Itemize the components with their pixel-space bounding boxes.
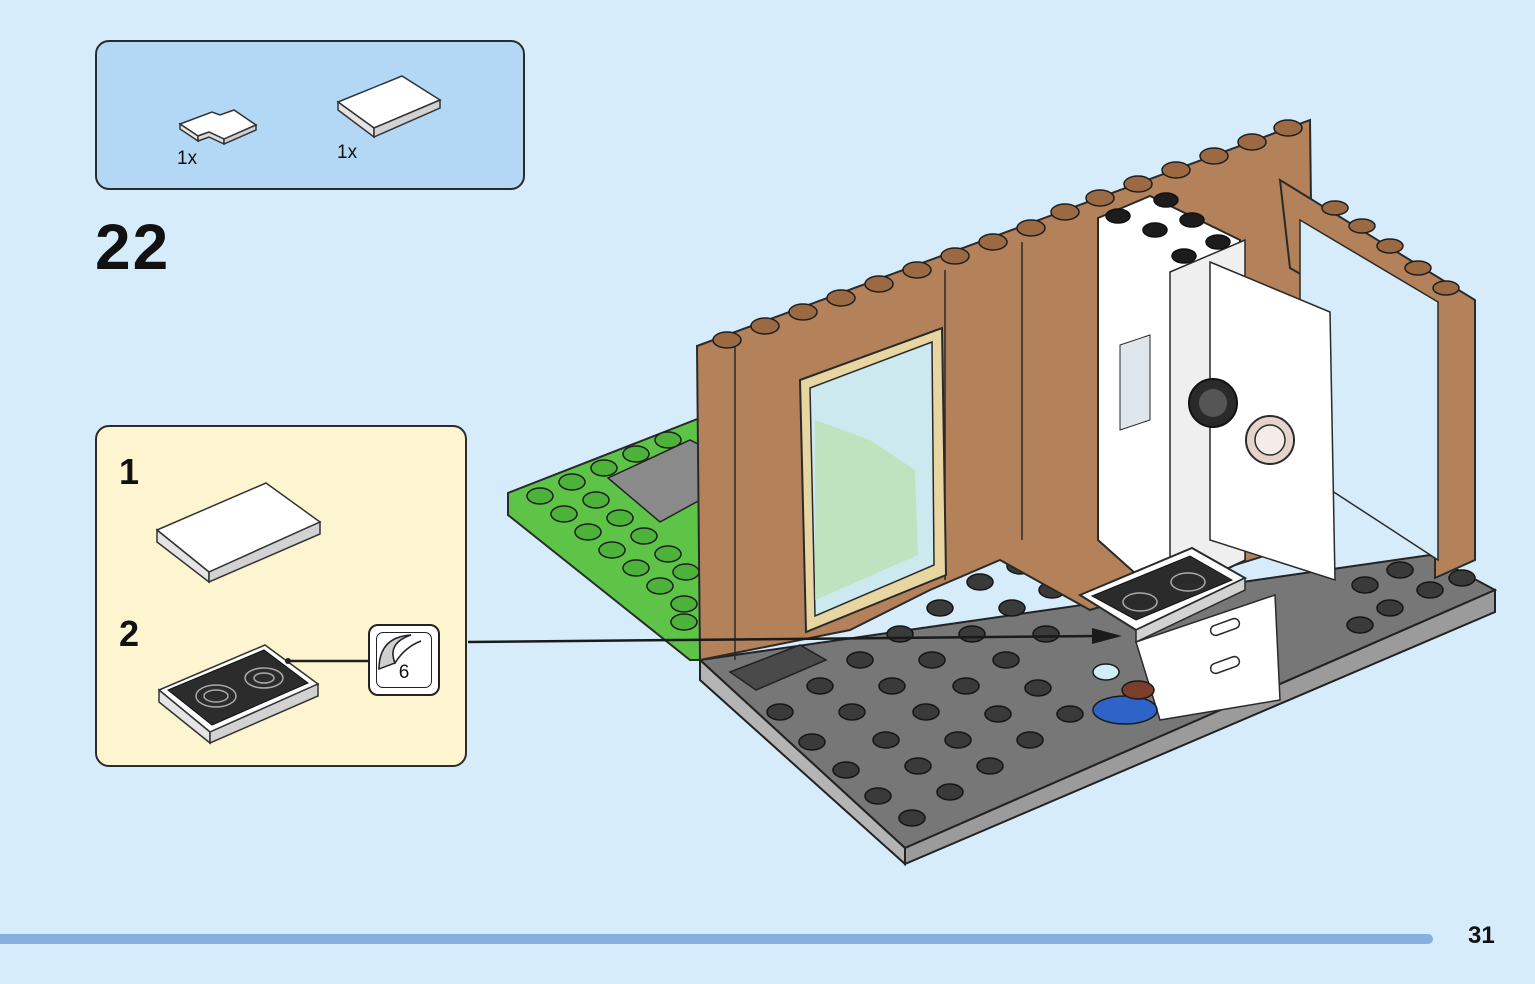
- flat-tile-part: [336, 75, 442, 139]
- parts-list-box: 1x 1x: [95, 40, 525, 190]
- sticker-sheet-icon: 6: [376, 632, 432, 688]
- sticker-reference: 6: [368, 624, 440, 696]
- sub-step-number: 2: [119, 613, 140, 654]
- parts-illustrations: [178, 75, 442, 146]
- stovetop-tile-part: [157, 644, 320, 745]
- part-quantity: 1x: [337, 142, 358, 163]
- sub-step-number: 1: [119, 451, 140, 492]
- page-number: 31: [1468, 922, 1495, 949]
- flat-tile-part: [155, 482, 322, 584]
- sub-assembly-illustrations: [155, 482, 374, 745]
- footer-bar: [0, 934, 1433, 944]
- sticker-number: 6: [398, 662, 410, 683]
- corner-tile-part: [178, 109, 258, 146]
- sub-assembly-box: 1 2: [95, 425, 467, 767]
- part-quantity: 1x: [177, 148, 198, 169]
- step-number: 22: [95, 211, 171, 283]
